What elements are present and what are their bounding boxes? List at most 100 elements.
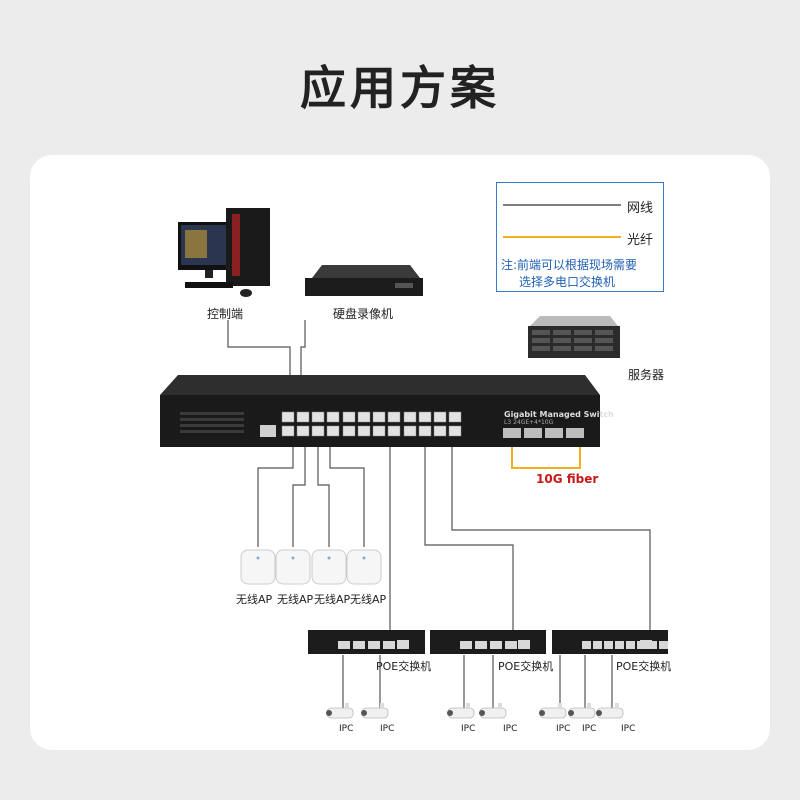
uplink-port (518, 640, 530, 649)
ap-label-3: 无线AP (314, 593, 351, 606)
camera-mount (587, 703, 591, 709)
ap-label-2: 无线AP (277, 593, 314, 606)
ap-led (291, 556, 295, 560)
control-label: 控制端 (207, 307, 244, 321)
camera-lens (539, 710, 545, 716)
ip-cameras (326, 703, 624, 719)
ipc-label-2: IPC (380, 724, 395, 734)
camera-mount (498, 703, 502, 709)
ipc-label-5: IPC (556, 724, 571, 734)
fiber-link-label: 10G fiber (536, 472, 599, 486)
rj45-port (433, 425, 447, 437)
legend-box: 网线 光纤 注:前端可以根据现场需要 选择多电口交换机 (496, 182, 664, 292)
rj45-port (326, 411, 340, 423)
switch-brand: Gigabit Managed Switch (504, 410, 614, 419)
poe-port (460, 641, 472, 649)
ap-label-4: 无线AP (350, 593, 387, 606)
access-point-icon (275, 549, 311, 585)
rj45-ports (281, 411, 462, 437)
rj45-port (418, 411, 432, 423)
ipc-label-3: IPC (461, 724, 476, 734)
access-points (240, 549, 382, 585)
poe-port (615, 641, 624, 649)
camera-mount (380, 703, 384, 709)
rj45-port (311, 425, 325, 437)
cable-ap1 (257, 440, 294, 547)
uplink-port (397, 640, 409, 649)
poe-label-1: POE交换机 (376, 660, 432, 673)
poe-label-2: POE交换机 (498, 660, 554, 673)
status-leds (180, 412, 244, 433)
ipc-label-6: IPC (582, 724, 597, 734)
legend-lines (503, 204, 621, 238)
main-switch (160, 375, 600, 447)
legend-note-2: 选择多电口交换机 (519, 275, 616, 289)
rj45-port (433, 411, 447, 423)
rj45-port (296, 411, 310, 423)
access-point-icon (240, 549, 276, 585)
rj45-port (403, 425, 417, 437)
rj45-port (342, 425, 356, 437)
poe-switches (308, 630, 668, 654)
poe-port (475, 641, 487, 649)
ap-led (256, 556, 260, 560)
camera-lens (596, 710, 602, 716)
cable-poe3 (451, 440, 651, 630)
switch-model: L3 24GE+4*10G (504, 419, 554, 426)
rj45-port (372, 425, 386, 437)
camera-mount (558, 703, 562, 709)
ipc-label-7: IPC (621, 724, 636, 734)
rj45-port (296, 425, 310, 437)
ap-led (327, 556, 331, 560)
camera-mount (345, 703, 349, 709)
poe-port (383, 641, 395, 649)
control-pc-icon (178, 208, 270, 297)
camera-lens (568, 710, 574, 716)
ipc-label-4: IPC (503, 724, 518, 734)
cable-ap2 (292, 440, 306, 547)
poe-label-3: POE交换机 (616, 660, 672, 673)
poe-port (338, 641, 350, 649)
access-point-icon (311, 549, 347, 585)
rj45-port (387, 411, 401, 423)
rj45-port (403, 411, 417, 423)
cables (227, 320, 651, 708)
poe-port (604, 641, 613, 649)
poe-port (648, 641, 657, 649)
rj45-port (448, 425, 462, 437)
rj45-port (281, 411, 295, 423)
poe-port (368, 641, 380, 649)
page-title: 应用方案 (300, 61, 500, 115)
poe-port (659, 641, 668, 649)
cable-ap3 (317, 440, 330, 547)
camera-mount (466, 703, 470, 709)
ap-led (362, 556, 366, 560)
camera-mount (615, 703, 619, 709)
legend-cable-label: 网线 (627, 201, 654, 216)
poe-port (593, 641, 602, 649)
server-label: 服务器 (628, 368, 665, 382)
legend-fiber-label: 光纤 (627, 233, 654, 248)
ipc-label-1: IPC (339, 724, 354, 734)
console-port (260, 425, 276, 437)
camera-lens (326, 710, 332, 716)
rj45-port (281, 425, 295, 437)
fiber-link (511, 438, 581, 469)
poe-port (626, 641, 635, 649)
camera-lens (361, 710, 367, 716)
rj45-port (357, 425, 371, 437)
poe-port (582, 641, 591, 649)
uplink-port (640, 640, 652, 649)
rj45-port (418, 425, 432, 437)
poe-port (353, 641, 365, 649)
rj45-port (326, 425, 340, 437)
sfp-ports (503, 428, 584, 438)
access-point-icon (346, 549, 382, 585)
camera-lens (479, 710, 485, 716)
poe-port (490, 641, 502, 649)
rj45-port (342, 411, 356, 423)
rj45-port (448, 411, 462, 423)
camera-lens (447, 710, 453, 716)
cable-ap4 (329, 440, 365, 547)
